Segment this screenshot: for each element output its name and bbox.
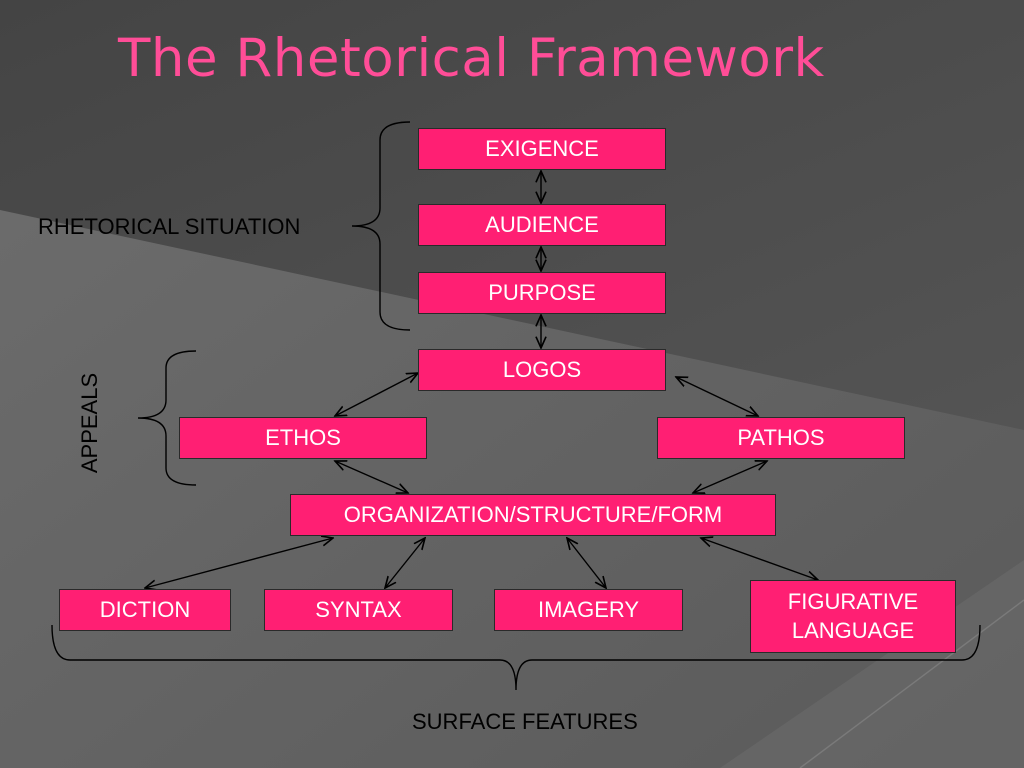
node-purpose: PURPOSE	[418, 272, 666, 314]
brace-rhetorical-situation	[351, 121, 411, 331]
figurative-line-2: LANGUAGE	[791, 617, 915, 643]
arrow-organization-syntax	[385, 538, 425, 588]
node-audience: AUDIENCE	[418, 204, 666, 246]
arrow-pathos-organization	[693, 461, 767, 493]
node-figurative-language: FIGURATIVE LANGUAGE	[750, 580, 956, 653]
slide-title: The Rhetorical Framework	[118, 28, 825, 89]
brace-appeals	[137, 350, 197, 486]
node-logos: LOGOS	[418, 349, 666, 391]
surface-features-label: SURFACE FEATURES	[412, 709, 638, 734]
appeals-label: APPEALS	[77, 372, 102, 474]
figurative-line-1: FIGURATIVE	[787, 588, 919, 614]
arrow-ethos-organization	[335, 461, 408, 493]
arrow-organization-imagery	[567, 538, 606, 588]
node-syntax: SYNTAX	[264, 589, 453, 631]
node-exigence: EXIGENCE	[418, 128, 666, 170]
arrow-organization-diction	[145, 538, 333, 588]
arrow-organization-figurative	[701, 538, 818, 580]
node-pathos: PATHOS	[657, 417, 905, 459]
rhetorical-situation-label: RHETORICAL SITUATION	[38, 214, 301, 239]
arrow-logos-pathos	[676, 377, 758, 416]
node-ethos: ETHOS	[179, 417, 427, 459]
brace-surface-features	[51, 624, 981, 691]
node-organization: ORGANIZATION/STRUCTURE/FORM	[290, 494, 776, 536]
arrow-logos-ethos	[335, 373, 418, 416]
node-imagery: IMAGERY	[494, 589, 683, 631]
node-diction: DICTION	[59, 589, 231, 631]
